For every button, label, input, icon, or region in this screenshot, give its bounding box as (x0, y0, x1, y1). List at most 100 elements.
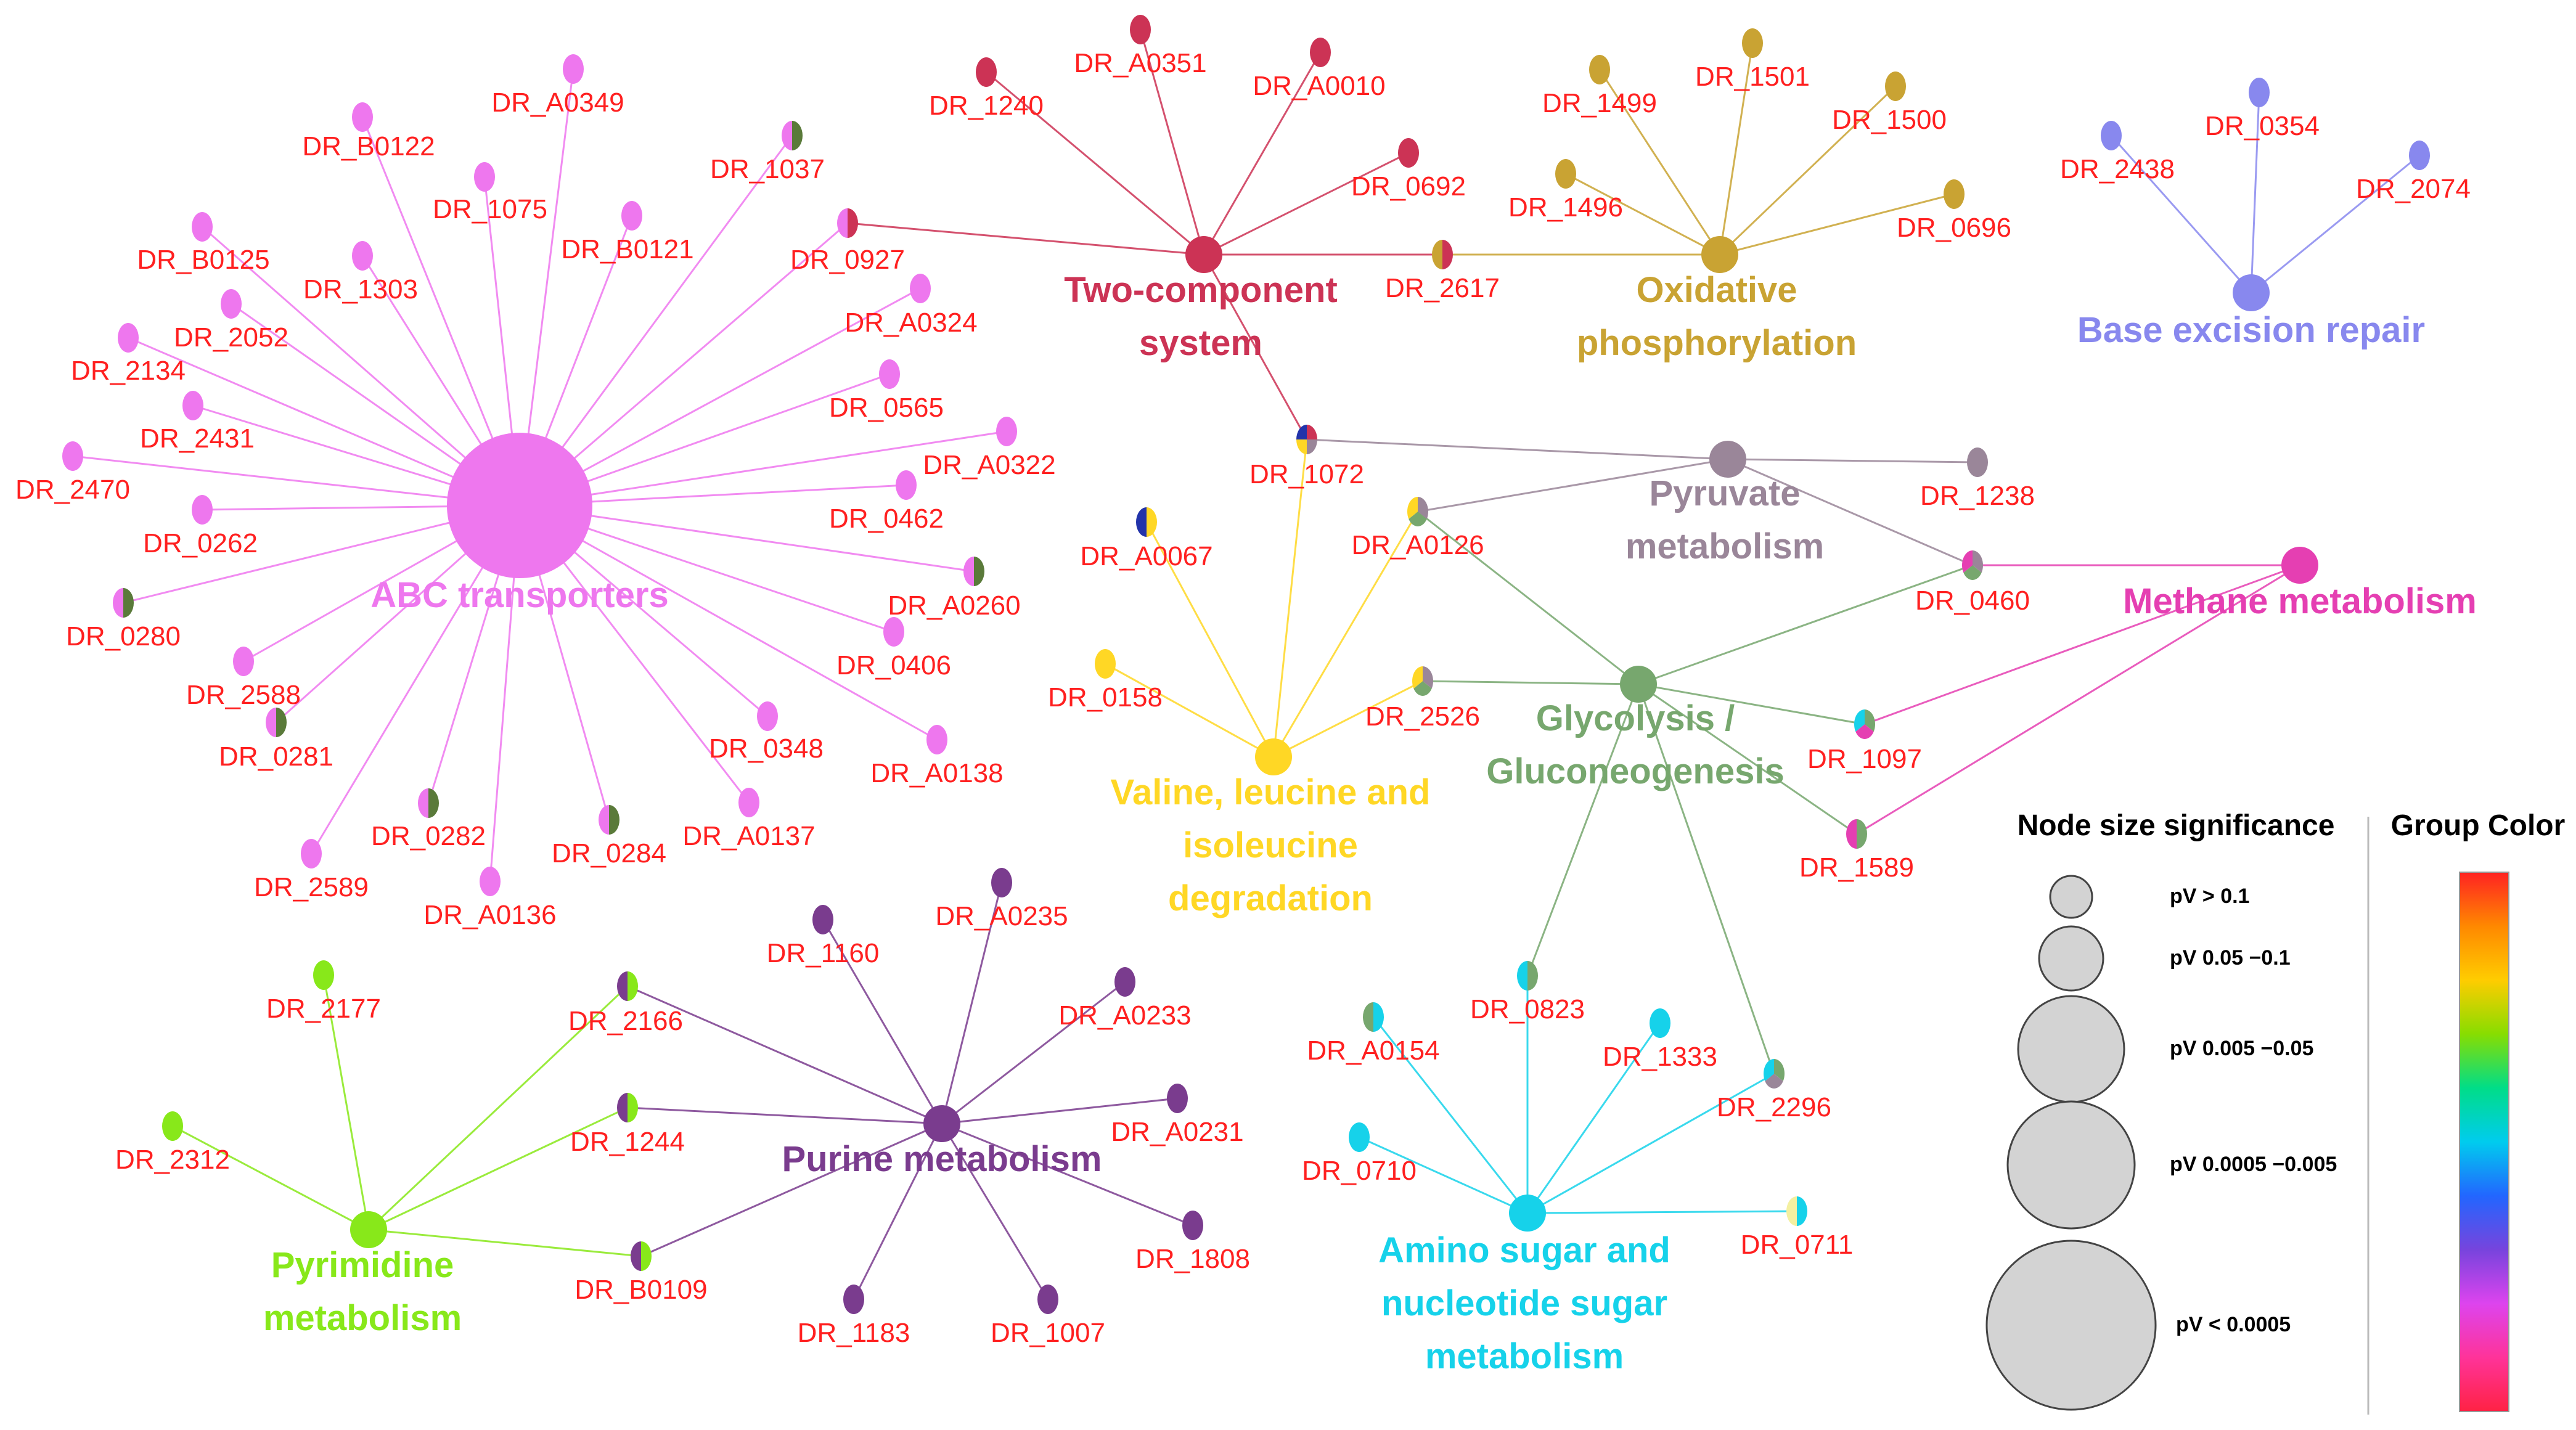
gene-node-shape[interactable] (976, 57, 997, 87)
gene-node-slice[interactable] (1307, 439, 1317, 454)
gene-node-shape[interactable] (1650, 1008, 1670, 1038)
gene-node-DR_2526[interactable] (1412, 666, 1433, 697)
gene-node-shape[interactable] (883, 617, 904, 647)
gene-node-shape[interactable] (233, 647, 254, 676)
gene-node-shape[interactable] (1310, 38, 1331, 67)
term-node-pym[interactable] (350, 1211, 387, 1248)
gene-node-slice[interactable] (428, 788, 439, 818)
gene-node-slice[interactable] (1412, 666, 1423, 688)
gene-node-shape[interactable] (352, 102, 373, 132)
gene-node-DR_1007[interactable] (1037, 1285, 1058, 1314)
gene-node-DR_2438[interactable] (2101, 121, 2122, 150)
gene-node-shape[interactable] (118, 323, 139, 353)
gene-node-DR_1303[interactable] (352, 241, 373, 271)
gene-node-shape[interactable] (2409, 141, 2430, 170)
gene-node-DR_1160[interactable] (812, 905, 833, 934)
gene-node-shape[interactable] (563, 54, 584, 84)
gene-node-slice[interactable] (1857, 819, 1867, 849)
gene-node-shape[interactable] (62, 441, 83, 471)
gene-node-slice[interactable] (1797, 1196, 1807, 1226)
gene-node-DR_2588[interactable] (233, 647, 254, 676)
gene-node-DR_B0109[interactable] (631, 1241, 652, 1271)
gene-node-slice[interactable] (1409, 512, 1427, 526)
gene-node-slice[interactable] (1765, 1074, 1783, 1089)
gene-node-shape[interactable] (1885, 72, 1906, 101)
gene-node-shape[interactable] (1589, 55, 1610, 84)
gene-node-shape[interactable] (1095, 649, 1116, 679)
gene-node-slice[interactable] (266, 708, 276, 737)
gene-node-DR_2431[interactable] (182, 391, 203, 420)
gene-node-shape[interactable] (352, 241, 373, 271)
gene-node-DR_A0324[interactable] (910, 274, 931, 303)
gene-node-slice[interactable] (641, 1241, 652, 1271)
gene-node-slice[interactable] (1418, 497, 1428, 519)
gene-node-DR_0711[interactable] (1786, 1196, 1807, 1226)
gene-node-DR_2589[interactable] (301, 839, 322, 868)
gene-node-slice[interactable] (1963, 565, 1982, 580)
gene-node-shape[interactable] (221, 289, 242, 319)
term-node-pur[interactable] (923, 1105, 960, 1142)
term-node-val[interactable] (1255, 738, 1292, 775)
gene-node-DR_2166[interactable] (617, 971, 638, 1001)
gene-node-DR_0565[interactable] (879, 359, 900, 389)
gene-node-DR_0281[interactable] (266, 708, 287, 737)
gene-node-slice[interactable] (1432, 240, 1442, 269)
gene-node-DR_B0125[interactable] (192, 212, 213, 242)
gene-node-shape[interactable] (301, 839, 322, 868)
gene-node-DR_A0235[interactable] (991, 868, 1012, 897)
gene-node-DR_A0322[interactable] (996, 417, 1017, 446)
gene-node-DR_A0138[interactable] (926, 725, 947, 754)
gene-node-DR_1333[interactable] (1650, 1008, 1670, 1038)
gene-node-shape[interactable] (812, 905, 833, 934)
gene-node-DR_1589[interactable] (1846, 819, 1867, 849)
gene-node-slice[interactable] (963, 557, 974, 586)
term-node-abc[interactable] (447, 433, 592, 578)
gene-node-DR_A0154[interactable] (1363, 1002, 1384, 1032)
gene-node-DR_1496[interactable] (1555, 159, 1576, 189)
gene-node-slice[interactable] (1413, 681, 1432, 697)
gene-node-shape[interactable] (1114, 967, 1135, 997)
gene-node-shape[interactable] (1967, 447, 1988, 477)
gene-node-shape[interactable] (896, 470, 917, 500)
gene-node-slice[interactable] (631, 1241, 641, 1271)
gene-node-slice[interactable] (123, 588, 134, 618)
gene-node-slice[interactable] (418, 788, 428, 818)
gene-node-DR_0406[interactable] (883, 617, 904, 647)
gene-node-DR_A0010[interactable] (1310, 38, 1331, 67)
term-node-gly[interactable] (1620, 666, 1657, 703)
gene-node-DR_A0351[interactable] (1130, 15, 1151, 44)
gene-node-slice[interactable] (1527, 961, 1538, 991)
gene-node-shape[interactable] (162, 1111, 183, 1141)
term-node-met[interactable] (2281, 547, 2318, 584)
gene-node-DR_A0233[interactable] (1114, 967, 1135, 997)
gene-node-slice[interactable] (113, 588, 123, 618)
gene-node-slice[interactable] (1442, 240, 1453, 269)
gene-node-slice[interactable] (617, 971, 628, 1001)
gene-node-slice[interactable] (599, 805, 609, 835)
gene-node-DR_B0121[interactable] (621, 201, 642, 231)
gene-node-slice[interactable] (1973, 550, 1983, 573)
gene-node-slice[interactable] (1764, 1059, 1774, 1081)
gene-node-slice[interactable] (1865, 709, 1875, 732)
term-node-ber[interactable] (2233, 274, 2270, 311)
gene-node-DR_1238[interactable] (1967, 447, 1988, 477)
gene-node-slice[interactable] (1961, 550, 1973, 573)
gene-node-shape[interactable] (474, 162, 495, 192)
gene-node-DR_A0137[interactable] (738, 788, 759, 817)
gene-node-DR_1097[interactable] (1854, 709, 1875, 740)
gene-node-DR_1808[interactable] (1182, 1211, 1203, 1240)
gene-node-DR_1500[interactable] (1885, 72, 1906, 101)
gene-node-DR_0282[interactable] (418, 788, 439, 818)
gene-node-DR_1183[interactable] (843, 1285, 864, 1314)
gene-node-shape[interactable] (1742, 28, 1763, 58)
gene-node-slice[interactable] (628, 1093, 638, 1122)
gene-node-slice[interactable] (1854, 709, 1865, 732)
gene-node-DR_0462[interactable] (896, 470, 917, 500)
gene-node-DR_A0349[interactable] (563, 54, 584, 84)
gene-node-slice[interactable] (1774, 1059, 1785, 1081)
gene-node-shape[interactable] (1398, 138, 1419, 168)
gene-node-shape[interactable] (879, 359, 900, 389)
gene-node-DR_0927[interactable] (837, 208, 858, 238)
gene-node-slice[interactable] (792, 121, 803, 150)
gene-node-DR_0158[interactable] (1095, 649, 1116, 679)
